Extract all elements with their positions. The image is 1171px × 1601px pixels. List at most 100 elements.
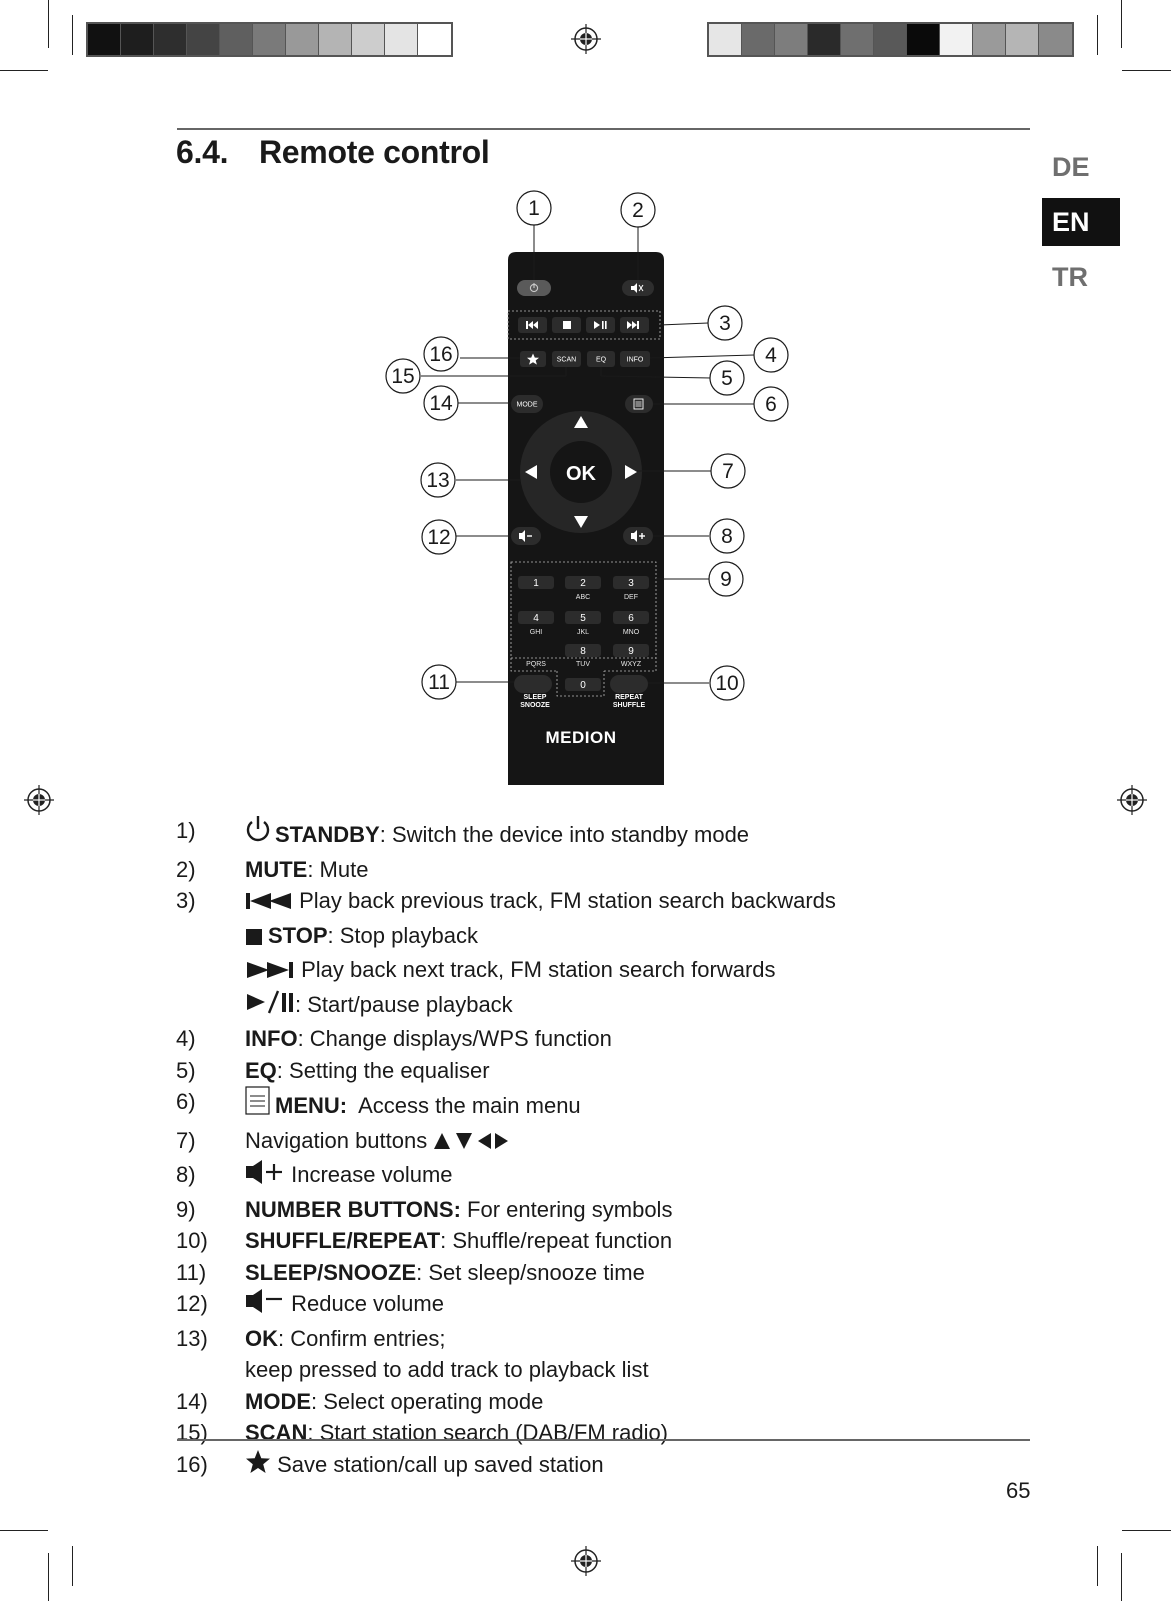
scan-button (552, 351, 581, 367)
list-item: 6)MENU: Access the main menu (176, 1086, 1036, 1125)
item-line: keep pressed to add track to playback li… (245, 1354, 1036, 1386)
callout-6: 6 (753, 386, 789, 422)
item-line: SHUFFLE/REPEAT: Shuffle/repeat function (245, 1225, 1036, 1257)
item-keyword: MUTE (245, 856, 308, 882)
key-2-letters: ABC (576, 594, 590, 601)
callout-number: 15 (391, 365, 414, 388)
scan-label: SCAN (557, 357, 576, 364)
item-keyword: SHUFFLE/REPEAT (245, 1228, 441, 1253)
info-button (620, 351, 650, 367)
callout-7: 7 (710, 453, 746, 489)
section-number: 6.4. (176, 134, 229, 170)
key-3-button (613, 576, 649, 589)
key-4-digit: 4 (533, 613, 539, 624)
item-number: 12) (176, 1291, 208, 1316)
item-number: 16) (176, 1451, 208, 1477)
color-swatch-right-8 (940, 24, 973, 55)
item-line: STOP: Stop playback (245, 920, 1036, 955)
item-keyword: STANDBY (275, 822, 380, 847)
menu-icon (245, 1086, 271, 1125)
bottom-rule (177, 1439, 1030, 1441)
medion-logo: MEDION (546, 728, 617, 747)
language-tab-tr[interactable]: TR (1052, 262, 1088, 292)
list-item: 4)INFO: Change displays/WPS function (176, 1023, 1036, 1055)
item-number: 9) (176, 1196, 196, 1222)
nav-right-arrow (625, 465, 637, 479)
item-text: Save station/call up saved station (271, 1451, 604, 1477)
color-swatch-left-10 (385, 24, 418, 55)
language-tab-en[interactable]: EN (1042, 198, 1120, 246)
navigation-arrows-icon (433, 1128, 523, 1160)
key-8-digit: 8 (580, 646, 586, 657)
item-keyword: SLEEP/SNOOZE (245, 1259, 417, 1285)
key-9-button (613, 644, 649, 657)
item-number: 10) (176, 1228, 208, 1253)
callout-3: 3 (707, 305, 743, 341)
color-swatch-right-7 (907, 24, 940, 55)
item-text: : Set sleep/snooze time (416, 1259, 645, 1285)
key-6-button (613, 611, 649, 624)
key-2-button (565, 576, 601, 589)
stop-icon (245, 923, 264, 955)
item-text: : Stop playback (327, 922, 478, 948)
callout-10: 10 (709, 665, 745, 701)
item-text: : Setting the equaliser (276, 1057, 490, 1083)
callout-14: 14 (423, 385, 459, 421)
item-keyword: MODE (245, 1388, 311, 1414)
callout-number: 11 (428, 671, 450, 694)
key-3-letters: DEF (624, 594, 638, 601)
callout-number: 10 (715, 672, 738, 695)
key-0-digit: 0 (580, 680, 586, 691)
top-rule (177, 128, 1030, 130)
list-item: 9)NUMBER BUTTONS: For entering symbols (176, 1194, 1036, 1226)
key-1-button (518, 576, 554, 589)
item-number: 14) (176, 1388, 208, 1414)
mode-button (511, 395, 543, 413)
callout-number: 7 (722, 460, 734, 483)
list-item: 8) Increase volume (176, 1159, 1036, 1194)
color-swatch-right-9 (973, 24, 1006, 55)
list-item: 11)SLEEP/SNOOZE: Set sleep/snooze time (176, 1257, 1036, 1289)
item-keyword: EQ (245, 1057, 277, 1083)
repeat-shuffle-button (610, 675, 648, 693)
item-line: INFO: Change displays/WPS function (245, 1023, 1036, 1055)
volume-up-button (623, 527, 653, 545)
item-line: Play back next track, FM station search … (245, 954, 1036, 989)
item-number: 8) (176, 1162, 196, 1187)
color-swatch-right-10 (1006, 24, 1039, 55)
item-text: : Start station search (DAB/FM radio) (307, 1420, 669, 1445)
item-number: 15) (176, 1420, 208, 1445)
item-keyword: OK (245, 1325, 278, 1351)
item-text: : Switch the device into standby mode (379, 822, 750, 847)
item-line: MENU: Access the main menu (245, 1086, 1036, 1125)
callout-number: 14 (429, 392, 453, 415)
list-item: 16) Save station/call up saved station (176, 1449, 1036, 1484)
list-item: 14)MODE: Select operating mode (176, 1386, 1036, 1418)
callout-number: 5 (721, 367, 733, 390)
callout-4: 4 (753, 337, 789, 373)
key-5-digit: 5 (580, 613, 586, 624)
color-swatch-left-9 (352, 24, 385, 55)
language-tab-de[interactable]: DE (1052, 152, 1090, 182)
sleep-snooze-button (514, 675, 552, 693)
list-item: 10) SHUFFLE/REPEAT: Shuffle/repeat functi… (176, 1225, 1036, 1257)
callout-16: 16 (423, 336, 459, 372)
item-line: Play back previous track, FM station sea… (245, 885, 1036, 920)
snooze-label: SNOOZE (520, 702, 550, 709)
list-item: 2)MUTE: Mute (176, 854, 1036, 886)
key-8-button (565, 644, 601, 657)
item-line: SCAN: Start station search (DAB/FM radio… (245, 1417, 1036, 1449)
power-icon (245, 815, 271, 854)
nav-up-arrow (574, 416, 588, 428)
color-swatch-right-3 (775, 24, 808, 55)
info-label: INFO (627, 357, 644, 364)
sleep-label: SLEEP (524, 694, 547, 701)
play-pause-icon (245, 989, 295, 1024)
item-text: For entering symbols (460, 1196, 673, 1222)
key-4-button (518, 611, 554, 624)
next-track-icon (245, 957, 295, 989)
item-line: MUTE: Mute (245, 854, 1036, 886)
item-text: Play back next track, FM station search … (295, 957, 776, 982)
